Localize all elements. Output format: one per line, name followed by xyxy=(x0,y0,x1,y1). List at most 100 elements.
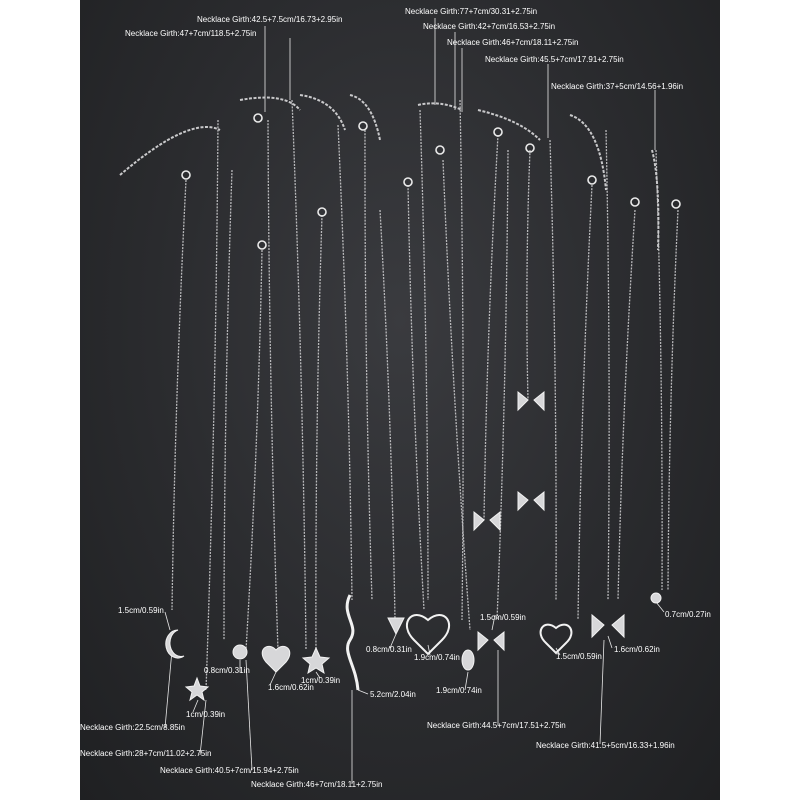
lobster-clasp xyxy=(525,143,535,153)
chain-strand xyxy=(605,129,610,601)
drop-pendant xyxy=(461,649,475,671)
lobster-clasp xyxy=(257,240,267,250)
leader-line xyxy=(491,614,496,631)
girth-label-bottom-3: Necklace Girth:40.5+7cm/15.94+2.75in xyxy=(160,766,299,775)
pendant-size-butterfly-arrow: 1.6cm/0.62in xyxy=(614,645,660,654)
chain-strand xyxy=(549,139,557,601)
leader-line xyxy=(464,671,469,691)
chain-strand xyxy=(171,179,187,611)
extender-chain xyxy=(569,114,607,191)
leader-line xyxy=(164,649,173,729)
leader-line xyxy=(192,699,199,713)
butterfly-charm xyxy=(517,490,545,512)
heart-arrow-pendant xyxy=(539,623,573,655)
star-pendant xyxy=(301,646,331,675)
lobster-clasp xyxy=(403,177,413,187)
girth-label-top-2: Necklace Girth:47+7cm/118.5+2.75in xyxy=(125,29,257,38)
girth-label-top-7: Necklace Girth:37+5cm/14.56+1.96in xyxy=(551,82,684,91)
chain-strand xyxy=(442,159,471,631)
leader-line xyxy=(357,689,369,695)
leader-line xyxy=(655,601,665,613)
leader-line xyxy=(245,659,253,771)
small-pendant xyxy=(650,592,662,604)
lobster-clasp xyxy=(317,207,327,217)
lobster-clasp xyxy=(587,175,597,185)
chain-strand xyxy=(667,209,679,591)
extender-chain xyxy=(349,94,381,141)
girth-label-top-6: Necklace Girth:45.5+7cm/17.91+2.75in xyxy=(485,55,624,64)
butterfly-pendant xyxy=(473,510,501,532)
butterfly-arrow-pendant xyxy=(591,613,625,639)
pearl-heart-pendant xyxy=(261,645,291,673)
leader-line xyxy=(607,635,613,649)
chain-strand xyxy=(205,119,219,691)
girth-label-bottom-1: Necklace Girth:22.5cm/8.85in xyxy=(80,723,185,732)
chain-strand xyxy=(315,214,323,656)
chain-strand xyxy=(496,149,509,621)
pendant-size-open-heart: 1.9cm/0.74in xyxy=(414,653,460,662)
leader-line xyxy=(269,671,277,686)
moon-pendant xyxy=(165,629,185,659)
leader-line xyxy=(389,633,397,649)
pendant-size-small-pendant: 0.7cm/0.27in xyxy=(665,610,711,619)
pendant-size-moon: 1.5cm/0.59in xyxy=(118,606,164,615)
girth-label-bottom-4: Necklace Girth:46+7cm/18.11+2.75in xyxy=(251,780,383,789)
leader-line xyxy=(199,699,207,756)
extender-chain xyxy=(299,94,346,131)
lobster-clasp xyxy=(630,197,640,207)
leader-line xyxy=(599,639,605,745)
pendant-size-bead: 0.8cm/0.31in xyxy=(204,666,250,675)
pendant-size-heart-arrow: 1.5cm/0.59in xyxy=(556,652,602,661)
leader-line xyxy=(315,671,321,679)
chain-strand xyxy=(655,149,663,591)
lobster-clasp xyxy=(181,170,191,180)
chain-strand xyxy=(526,149,531,401)
pendant-size-snake: 5.2cm/2.04in xyxy=(370,690,416,699)
bead-pendant xyxy=(232,644,248,660)
extender-chain xyxy=(119,126,221,176)
chain-strand xyxy=(459,99,464,621)
lobster-clasp xyxy=(358,121,368,131)
butterfly-pendant xyxy=(477,630,505,652)
chain-strand xyxy=(291,99,307,651)
chain-strand xyxy=(419,109,429,601)
chain-strand xyxy=(337,124,353,601)
girth-label-bottom-6: Necklace Girth:41.5+5cm/16.33+1.96in xyxy=(536,741,675,750)
chain-strand xyxy=(379,209,396,621)
pendant-size-butterfly: 1.5cm/0.59in xyxy=(480,613,526,622)
extender-chain xyxy=(651,149,660,251)
pendant-size-fox: 0.8cm/0.31in xyxy=(366,645,412,654)
girth-label-top-4: Necklace Girth:42+7cm/16.53+2.75in xyxy=(423,22,556,31)
leader-line xyxy=(164,611,171,631)
extender-chain xyxy=(477,109,541,141)
open-heart-pendant xyxy=(405,614,451,656)
chain-strand xyxy=(407,184,425,611)
chain-strand xyxy=(364,129,373,601)
lobster-clasp xyxy=(435,145,445,155)
pendant-size-drop: 1.9cm/0.74in xyxy=(436,686,482,695)
girth-label-top-5: Necklace Girth:46+7cm/18.11+2.75in xyxy=(447,38,579,47)
chain-strand xyxy=(617,209,636,601)
pendant-size-small-star: 1cm/0.39in xyxy=(186,710,226,719)
snake-pendant xyxy=(345,594,360,691)
girth-label-top-3: Necklace Girth:77+7cm/30.31+2.75in xyxy=(405,7,538,16)
lobster-clasp xyxy=(253,113,263,123)
lobster-clasp xyxy=(671,199,681,209)
small-star-pendant xyxy=(184,676,210,702)
girth-label-bottom-2: Necklace Girth:28+7cm/11.02+2.75in xyxy=(80,749,212,758)
girth-label-top-1: Necklace Girth:42.5+7.5cm/16.73+2.95in xyxy=(197,15,343,24)
chain-strand xyxy=(483,134,499,521)
girth-label-bottom-5: Necklace Girth:44.5+7cm/17.51+2.75in xyxy=(427,721,566,730)
lobster-clasp xyxy=(493,127,503,137)
extender-chain xyxy=(239,96,301,111)
butterfly-charm xyxy=(517,390,545,412)
extender-chain xyxy=(417,102,463,111)
chain-strand xyxy=(245,249,263,651)
chain-strand xyxy=(577,184,593,621)
chain-strand xyxy=(267,119,279,651)
chain-strand xyxy=(223,169,233,641)
dark-backdrop xyxy=(80,0,720,800)
pendant-size-star: 1cm/0.39in xyxy=(301,676,341,685)
